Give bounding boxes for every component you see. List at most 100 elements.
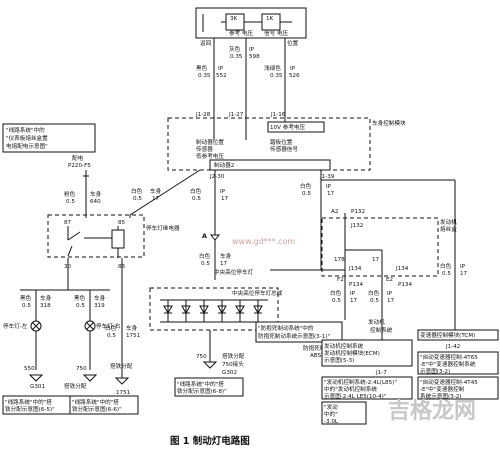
left-reference-note: "线路系统"中的 "仪表板熔丝盒置 电熔配电示意图" 配电 P220-F5 — [2, 123, 96, 177]
ground-ref-mid: "线路系统"中的"搭 铁分配示意图(6-6)" — [69, 395, 139, 415]
wire-relay-out: 白色 0.5 车身 1751 — [105, 324, 141, 339]
svg-text:J132: J132 — [350, 223, 363, 229]
tcm-ref: 变速器控制模块(TCM) J1-42 "自动变速器控制-4T65 -E"中"变速… — [417, 329, 499, 400]
svg-text:防抱死制动系统示意图(3-1)": 防抱死制动系统示意图(3-1)" — [258, 332, 330, 340]
svg-text:IP: IP — [387, 291, 393, 297]
svg-text:1751: 1751 — [126, 333, 141, 339]
abs-module-ref: "防抱死制动系统"中的 防抱死制动系统示意图(3-1)" 防抱死制动器 ABS模… — [255, 321, 343, 359]
wire-top-1: 黑色 0.35 IP 552 — [196, 64, 227, 79]
svg-text:车身: 车身 — [126, 324, 138, 332]
center-ground-num: 750 — [196, 354, 207, 360]
svg-text:526: 526 — [289, 73, 300, 79]
svg-text:ABS模块: ABS模块 — [310, 351, 333, 359]
watermark-url: www.gd***.com — [232, 237, 295, 246]
svg-text:白色: 白色 — [330, 289, 342, 297]
resistor-1k-label: 1K — [266, 16, 274, 22]
svg-text:"线路系统"中的: "线路系统"中的 — [6, 126, 45, 134]
wire-right-upper: 白色 0.5 IP 17 — [300, 182, 335, 197]
svg-text:P132: P132 — [351, 209, 365, 215]
svg-text:白色: 白色 — [105, 324, 117, 332]
svg-text:0.5: 0.5 — [107, 333, 116, 339]
svg-text:P134: P134 — [398, 282, 412, 288]
svg-text:白色: 白色 — [190, 187, 202, 195]
svg-text:0.5: 0.5 — [22, 303, 31, 309]
pin-position-label: 位置 — [287, 39, 299, 47]
svg-text:搭铁分配: 搭铁分配 — [222, 352, 245, 360]
svg-text:中的": 中的" — [324, 410, 338, 418]
svg-text:552: 552 — [216, 73, 227, 79]
svg-text:白色: 白色 — [300, 182, 312, 190]
center-lamp-title: 中央高位停车灯 — [214, 268, 254, 276]
led-diode — [181, 305, 191, 315]
svg-text:640: 640 — [90, 199, 101, 205]
svg-text:低参考电压: 低参考电压 — [196, 152, 224, 160]
svg-text:J134: J134 — [395, 266, 409, 272]
svg-text:750接头: 750接头 — [222, 360, 244, 368]
wire-top-2: 灰色 0.35 IP 598 — [229, 45, 260, 60]
svg-text:0.35: 0.35 — [270, 73, 283, 79]
svg-text:车身: 车身 — [94, 294, 106, 302]
svg-text:黑色: 黑色 — [196, 64, 208, 72]
svg-text:黑色: 黑色 — [20, 294, 32, 302]
svg-text:P220-F5: P220-F5 — [68, 163, 91, 169]
resistor-3k-label: 3K — [230, 16, 238, 22]
svg-text:发动机控制系统: 发动机控制系统 — [324, 342, 364, 350]
svg-text:车身: 车身 — [90, 190, 102, 198]
wire-top-3: 浅绿色 0.35 IP 526 — [264, 64, 300, 79]
svg-text:"自动变速器控制-4T65: "自动变速器控制-4T65 — [420, 353, 478, 361]
svg-text:示意图(3-2): 示意图(3-2) — [420, 367, 450, 375]
svg-text:电熔配电示意图": 电熔配电示意图" — [6, 142, 48, 150]
svg-text:IP: IP — [218, 66, 224, 72]
svg-text:"线路系统"中的"搭: "线路系统"中的"搭 — [72, 398, 119, 406]
ecm-label: 发动机 — [368, 318, 385, 326]
svg-text:17: 17 — [460, 271, 468, 277]
svg-text:1751: 1751 — [116, 390, 131, 396]
svg-text:IP: IP — [350, 291, 356, 297]
svg-text:J1-27: J1-27 — [228, 112, 244, 118]
lamp-left-wire: 黑色 0.5 车身 318 — [20, 294, 52, 309]
svg-text:"自动变速器控制-4T45: "自动变速器控制-4T45 — [420, 378, 478, 386]
svg-text:17: 17 — [387, 298, 395, 304]
svg-text:白色: 白色 — [199, 252, 211, 260]
abs-module-label: 防抱死制动器 — [303, 344, 337, 352]
led-diode — [235, 305, 245, 315]
ground-ref-center: "线路系统"中的"搭 铁分配示意图(6-8)" — [174, 377, 244, 397]
svg-text:178: 178 — [334, 257, 345, 263]
svg-text:G302: G302 — [222, 370, 237, 376]
svg-text:0.5: 0.5 — [192, 196, 201, 202]
svg-text:G301: G301 — [30, 384, 45, 390]
center-lamp-assembly: 中央高位停车灯总成 — [232, 289, 283, 297]
svg-text:车身: 车身 — [40, 294, 52, 302]
svg-text:F2: F2 — [337, 277, 344, 283]
led-diode — [199, 305, 209, 315]
bcm-low-ref: 制动器位置 — [196, 138, 224, 146]
lamp-right-label: 停车灯-右 — [96, 322, 121, 330]
svg-text:P134: P134 — [349, 282, 363, 288]
svg-text:"防抱死制动系统"中的: "防抱死制动系统"中的 — [258, 324, 314, 332]
svg-text:IP: IP — [220, 189, 226, 195]
wire-left-top: 粉色 0.5 车身 640 — [64, 190, 102, 205]
svg-text:白色: 白色 — [131, 187, 143, 195]
svg-text:0.35: 0.35 — [230, 54, 243, 60]
svg-text:17: 17 — [327, 191, 335, 197]
pin-return-label: 返回 — [200, 40, 212, 47]
lamp-left-ground-num: 550 — [24, 366, 35, 372]
svg-text:0.5: 0.5 — [133, 196, 142, 202]
svg-text:示意图-2.4L LE5(10-4)": 示意图-2.4L LE5(10-4)" — [324, 392, 387, 400]
svg-text:IP: IP — [290, 66, 296, 72]
svg-text:灰色: 灰色 — [229, 45, 241, 53]
svg-text:0.5: 0.5 — [66, 199, 75, 205]
svg-text:IP: IP — [460, 264, 466, 270]
bcm-title: 车身控制模块 — [372, 119, 406, 127]
lamp-right-wire: 黑色 0.5 车身 319 — [74, 294, 106, 309]
lamp-right-ground-num: 750 — [76, 366, 87, 372]
svg-text:J1-42: J1-42 — [445, 344, 460, 350]
svg-text:17: 17 — [372, 257, 380, 263]
svg-text:0.5: 0.5 — [332, 298, 341, 304]
led-diode — [253, 305, 263, 315]
svg-text:318: 318 — [40, 303, 51, 309]
svg-text:车身: 车身 — [220, 252, 232, 260]
svg-text:传感器信号: 传感器信号 — [270, 145, 298, 153]
wire-tcm: 白色 0.5 IP 17 — [440, 262, 468, 277]
